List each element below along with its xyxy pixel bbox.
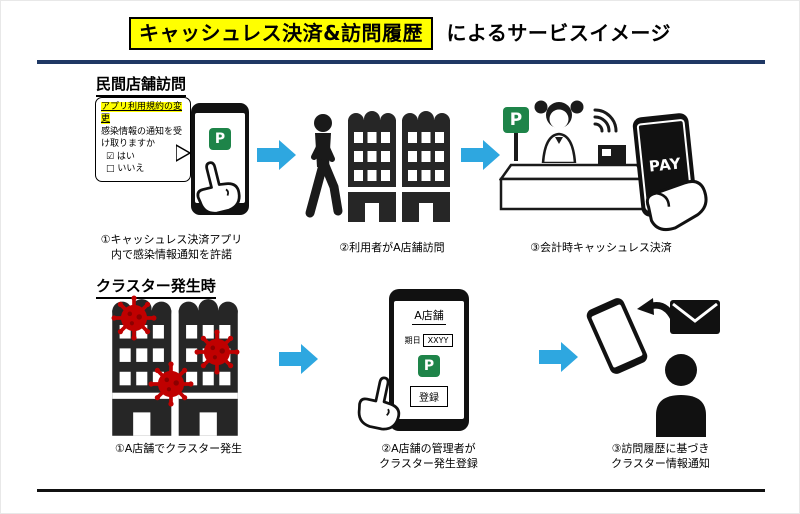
consent-speech-bubble: アプリ利用規約の変更 感染情報の通知を受け取りますか ☑ はい □ いいえ <box>95 97 191 183</box>
step-caption-cluster-register: ②A店舗の管理者が クラスター発生登録 <box>379 442 478 471</box>
step-caption-visit: ②利用者がA店舗訪問 <box>339 241 445 254</box>
virus-icon <box>111 295 157 341</box>
flow-arrow-icon <box>257 140 296 170</box>
consent-question: 感染情報の通知を受け取りますか <box>101 127 183 150</box>
title-rule <box>37 60 765 64</box>
user-silhouette-icon <box>656 354 706 437</box>
checkout-counter-icon <box>499 145 649 211</box>
date-label: 期日 <box>404 336 421 345</box>
section-heading-private-store-visit: 民間店舗訪問 <box>96 73 187 97</box>
terms-change-text: アプリ利用規約の変更 <box>101 102 183 124</box>
section-heading-cluster: クラスター発生時 <box>96 275 216 299</box>
payment-app-logo: P <box>418 355 440 377</box>
terms-change-notice: アプリ利用規約の変更 <box>101 102 185 125</box>
consent-option-no: □ いいえ <box>106 164 145 175</box>
flow-arrow-icon <box>461 140 500 170</box>
register-button: 登録 <box>410 386 448 407</box>
step-caption-cluster-notify: ③訪問履歴に基づき クラスター情報通知 <box>611 442 710 471</box>
store-name-label: A店舗 <box>412 307 446 325</box>
store-pay-sign: P <box>503 107 529 161</box>
registration-phone: A店舗 期日 XXYY P 登録 <box>389 289 469 431</box>
date-row: 期日 XXYY <box>405 334 454 347</box>
payment-app-logo: P <box>209 128 231 150</box>
title-highlight: キャッシュレス決済&訪問履歴 <box>128 17 434 50</box>
signal-waves-icon <box>593 108 618 133</box>
walking-person-icon <box>305 114 343 218</box>
title-suffix: によるサービスイメージ <box>446 21 671 45</box>
step-caption-checkout: ③会計時キャッシュレス決済 <box>530 241 672 254</box>
pay-label: PAY <box>648 154 682 176</box>
bubble-tail <box>176 144 191 162</box>
store-buildings-icon <box>347 107 451 222</box>
holding-hand-icon <box>645 179 708 231</box>
mail-icon <box>670 300 720 334</box>
step-caption-consent: ①キャッシュレス決済アプリ 内で感染情報通知を許諾 <box>100 233 243 262</box>
flow-arrow-icon <box>539 342 578 372</box>
virus-icon <box>148 361 194 407</box>
page-title: キャッシュレス決済&訪問履歴 によるサービスイメージ <box>1 17 799 50</box>
cashier-icon <box>534 100 584 163</box>
consent-option-yes: ☑ はい <box>106 151 135 162</box>
payment-app-logo: P <box>503 107 529 133</box>
virus-icon <box>194 329 240 375</box>
date-value-field: XXYY <box>422 334 454 347</box>
flow-arrow-icon <box>279 344 318 374</box>
bottom-rule <box>37 489 765 492</box>
sign-pole <box>514 133 518 161</box>
registration-screen: A店舗 期日 XXYY P 登録 <box>394 301 464 419</box>
step-caption-cluster-outbreak: ①A店舗でクラスター発生 <box>114 442 243 455</box>
